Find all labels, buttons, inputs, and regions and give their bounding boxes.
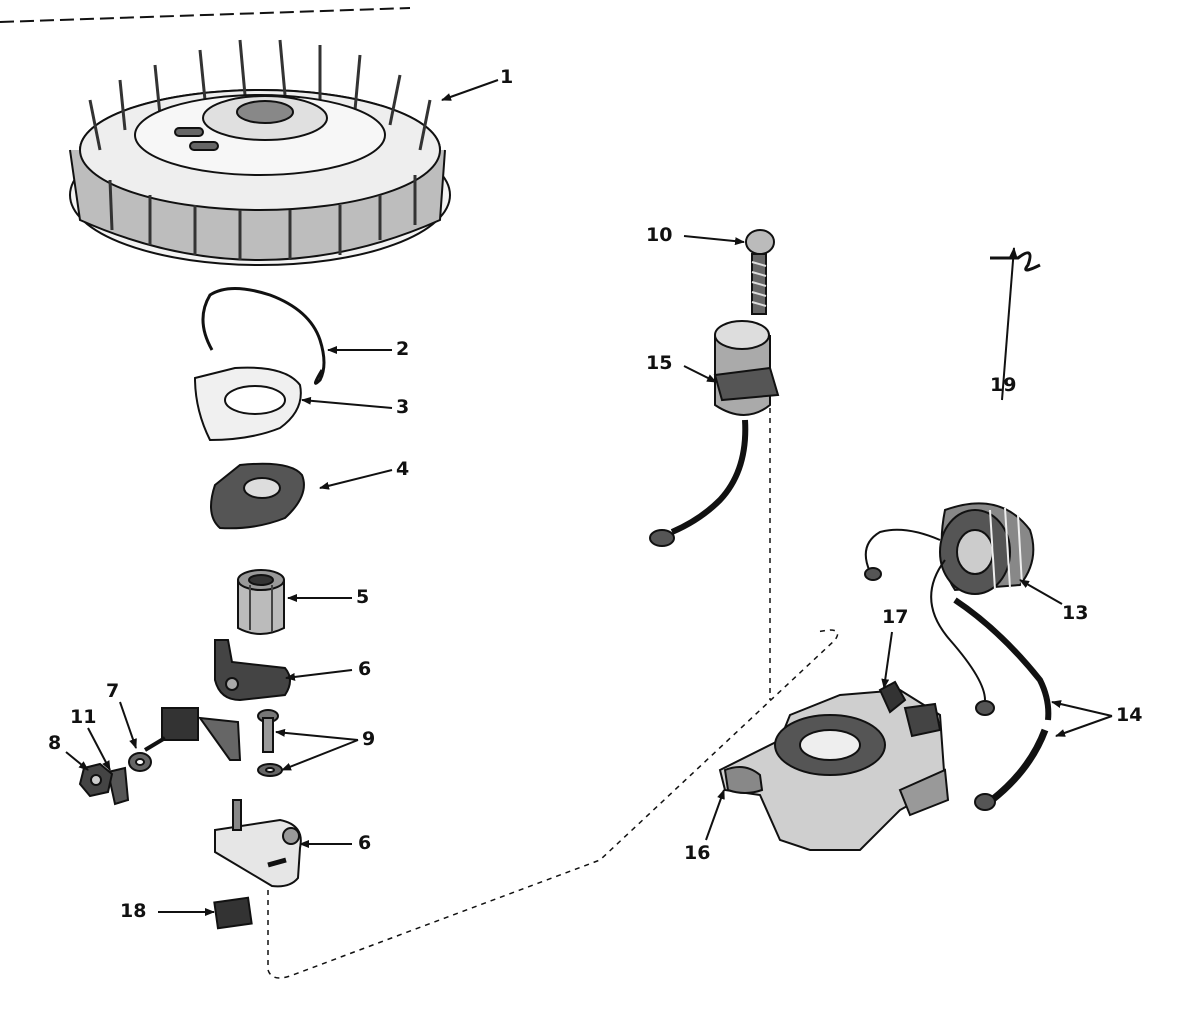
wire-clip-part [990,251,1041,272]
callout-10: 10 [646,224,673,246]
callout-13: 13 [1062,602,1089,624]
assembly-guide-line [267,629,839,979]
callout-17: 17 [882,606,909,628]
terminal-part [106,766,130,806]
housing-plate-part [210,462,305,530]
leader-15 [683,365,717,383]
leader-14a [1051,700,1113,717]
leader-9b [281,739,359,771]
callout-6-plate: 6 [358,832,372,854]
leader-lines [65,79,1113,916]
callout-6-arm: 6 [358,658,372,680]
ignition-coil-part [864,502,1035,716]
leader-13 [1019,579,1063,605]
leader-17 [881,631,893,689]
leader-9a [275,728,359,741]
stator-base-part [718,680,950,851]
callout-1: 1 [500,66,514,88]
callout-9: 9 [362,728,376,750]
callout-14: 14 [1116,704,1143,726]
callout-2: 2 [396,338,410,360]
leader-1 [441,79,499,101]
leader-8 [65,751,89,771]
callout-11: 11 [70,706,97,728]
base-plate-part [214,799,302,888]
callout-18: 18 [120,900,147,922]
lead-wire-part [953,597,1052,811]
condenser-part [649,320,780,547]
top-dash-line [0,7,411,23]
leader-3 [301,396,393,409]
flywheel-part [69,39,451,266]
spring-clip-part [201,287,326,385]
plate-part [193,366,302,442]
leader-6a [285,669,353,681]
coil-screw-part [745,229,775,315]
leader-14b [1055,715,1113,737]
bushing-part [237,569,285,635]
leader-4 [319,469,393,490]
callout-16: 16 [684,842,711,864]
washer-part [128,752,152,772]
breaker-arm-part [197,639,291,761]
leader-16 [705,789,725,841]
contact-point-part [143,707,199,752]
felt-part [213,896,253,930]
screw-part [257,709,283,777]
nut-part [78,762,114,798]
callout-15: 15 [646,352,673,374]
callout-3: 3 [396,396,410,418]
leader-10 [683,235,745,246]
leader-11 [87,727,111,771]
leader-7 [119,701,137,749]
callout-7: 7 [106,680,120,702]
callout-5: 5 [356,586,370,608]
callout-19: 19 [990,374,1017,396]
callout-8: 8 [48,732,62,754]
callout-4: 4 [396,458,410,480]
leader-19 [1001,247,1018,401]
